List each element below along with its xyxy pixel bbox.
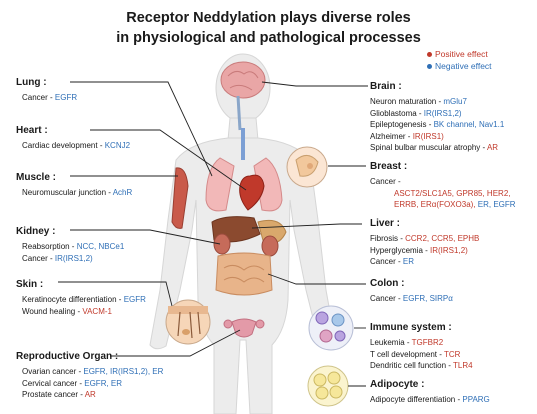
reproductive-heading: Reproductive Organ : [16, 351, 119, 362]
breast-line-2: ERRB, ERα(FOXO3a), ER, EGFR [394, 200, 516, 210]
lung-connector [70, 81, 213, 177]
reproductive-organ [223, 318, 265, 338]
muscle-heading: Muscle : [16, 172, 57, 183]
positive-dot-icon [427, 51, 432, 57]
skin-heading: Skin : [16, 279, 44, 290]
liver-connector [251, 223, 362, 229]
repro-item-cervical: Cervical cancer - EGFR, ER [22, 378, 123, 388]
repro-item-prostate: Prostate cancer - AR [22, 390, 96, 400]
repro-connector [110, 329, 241, 357]
breast-cancer-label: Cancer - [370, 177, 401, 186]
immune-block: Immune system : Leukemia - TGFBR2 T cell… [370, 321, 473, 372]
kidney-item-cancer: Cancer - IR(IRS1,2) [22, 253, 93, 263]
legend-positive: Positive effect [427, 48, 492, 60]
colon-organ [215, 252, 273, 296]
title-line-2: in physiological and pathological proces… [116, 30, 421, 46]
adipocyte-inset [307, 365, 349, 407]
brain-item-glioblastoma: Glioblastoma - IR(IRS1,2) [370, 108, 462, 118]
immune-heading: Immune system : [370, 322, 452, 333]
brain-item-epileptogenesis: Epileptogenesis - BK channel, Nav1.1 [370, 120, 505, 130]
adipocyte-block: Adipocyte : Adipocyte differentiation - … [370, 378, 490, 406]
colon-heading: Colon : [370, 278, 405, 289]
immune-item-dendritic: Dendritic cell function - TLR4 [370, 361, 473, 371]
colon-item-cancer: Cancer - EGFR, SIRPα [370, 294, 453, 303]
skin-item-keratinocyte: Keratinocyte differentiation - EGFR [22, 295, 146, 304]
brain-block: Brain : Neuron maturation - mGlu7 Gliobl… [370, 80, 504, 154]
connector-lines [58, 81, 368, 387]
liver-block: Liver : Fibrosis - CCR2, CCR5, EPHB Hype… [370, 217, 479, 268]
heart-organ [239, 174, 265, 211]
heart-block: Heart : Cardiac development - KCNJ2 [16, 124, 130, 152]
colon-connector [267, 273, 366, 285]
breast-positive-line-1: ASCT2/SLC1A5, GPR85, HER2, [394, 188, 511, 198]
immune-cells-inset [308, 305, 354, 351]
skin-connector [58, 281, 173, 307]
immune-item-leukemia: Leukemia - TGFBR2 [370, 338, 444, 347]
liver-heading: Liver : [370, 218, 401, 229]
brain-connector [261, 81, 368, 87]
heart-heading: Heart : [16, 125, 48, 136]
legend-negative: Negative effect [427, 60, 492, 72]
skin-item-wound-healing: Wound healing - VACM-1 [22, 306, 112, 316]
kidney-connector [70, 229, 221, 245]
liver-item-cancer: Cancer - ER [370, 257, 415, 267]
breast-block: Breast : Cancer - ASCT2/SLC1A5, GPR85, H… [370, 160, 516, 211]
muscle-tissue [171, 167, 189, 229]
liver-item-fibrosis: Fibrosis - CCR2, CCR5, EPHB [370, 234, 480, 243]
lung-heading: Lung : [16, 77, 47, 88]
breast-heading: Breast : [370, 161, 408, 172]
liver-item-hyperglycemia: Hyperglycemia - IR(IRS1,2) [370, 245, 468, 255]
kidney-block: Kidney : Reabsorption - NCC, NBCe1 Cance… [16, 225, 124, 264]
brain-item-neuron: Neuron maturation - mGlu7 [370, 97, 467, 106]
breast-inset [286, 146, 328, 188]
lung-item: Cancer - EGFR [22, 93, 78, 102]
legend: Positive effect Negative effect [427, 48, 492, 72]
skin-block: Skin : Keratinocyte differentiation - EG… [16, 278, 146, 317]
kidney-item-reabsorption: Reabsorption - NCC, NBCe1 [22, 242, 125, 251]
adipocyte-heading: Adipocyte : [370, 379, 425, 390]
diagram-title: Receptor Neddylation plays diverse roles… [0, 8, 537, 48]
lung-block: Lung : Cancer - EGFR [16, 76, 77, 104]
lungs-organ [205, 128, 283, 212]
title-line-1: Receptor Neddylation plays diverse roles [126, 10, 411, 26]
skin-inset [165, 299, 211, 345]
colon-block: Colon : Cancer - EGFR, SIRPα [370, 277, 453, 305]
muscle-item: Neuromuscular junction - AchR [22, 188, 133, 197]
kidney-heading: Kidney : [16, 226, 56, 237]
immune-item-tcell: T cell development - TCR [370, 349, 461, 359]
negative-dot-icon [427, 63, 432, 69]
adipocyte-item-differentiation: Adipocyte differentiation - PPARG [370, 395, 490, 404]
repro-item-ovarian: Ovarian cancer - EGFR, IR(IRS1,2), ER [22, 367, 164, 376]
heart-item: Cardiac development - KCNJ2 [22, 141, 131, 150]
brain-organ [220, 61, 266, 131]
muscle-block: Muscle : Neuromuscular junction - AchR [16, 171, 132, 199]
heart-connector [90, 129, 247, 191]
brain-item-alzheimer: Alzheimer - IR(IRS1) [370, 131, 444, 141]
brain-heading: Brain : [370, 81, 402, 92]
reproductive-block: Reproductive Organ : Ovarian cancer - EG… [16, 350, 163, 401]
abdominal-organs [211, 216, 287, 257]
brain-item-sbma: Spinal bulbar muscular atrophy - AR [370, 143, 499, 153]
